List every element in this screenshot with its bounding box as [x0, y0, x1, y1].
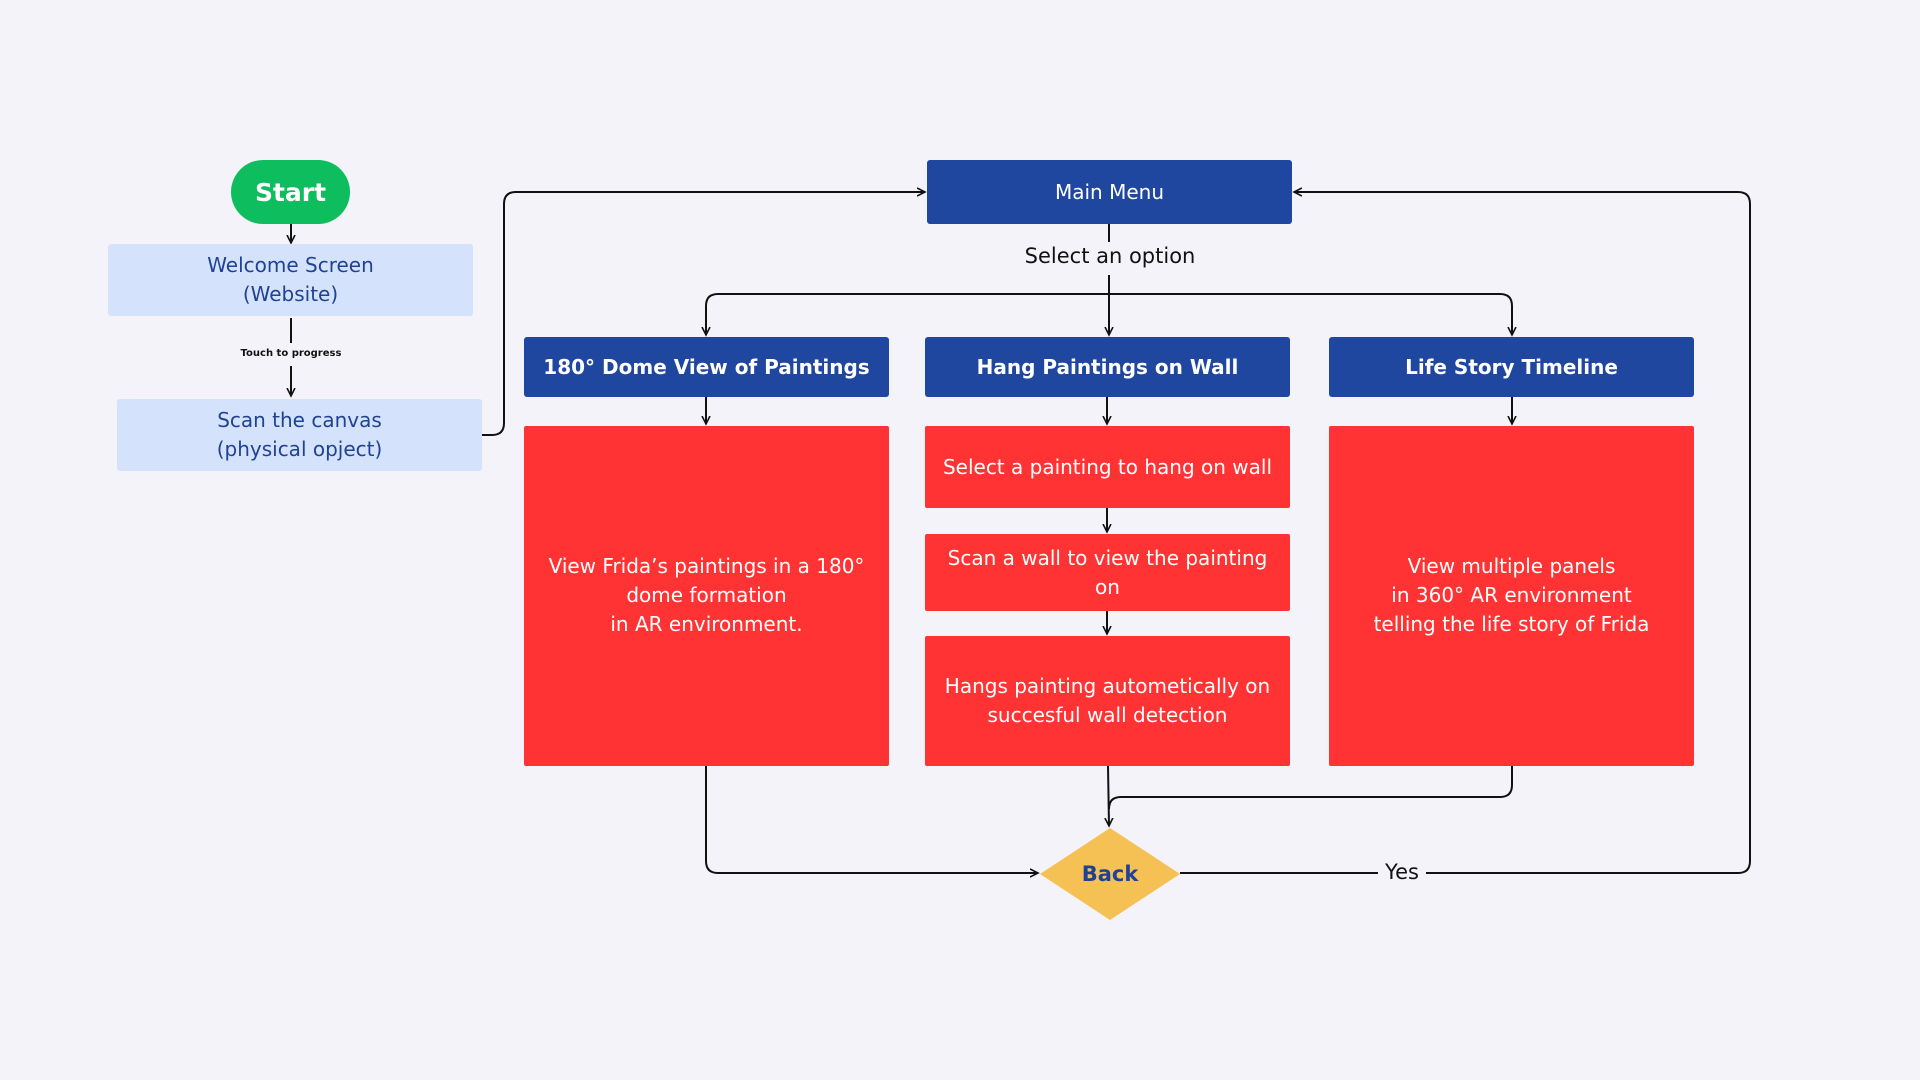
hang-step-select-painting: Select a painting to hang on wall: [925, 426, 1290, 508]
hang-step-scan-wall: Scan a wall to view the painting on: [925, 534, 1290, 611]
hang-paintings-node: Hang Paintings on Wall: [925, 337, 1290, 397]
yes-label: Yes: [1378, 860, 1426, 884]
back-decision-diamond: [1040, 828, 1180, 920]
scan-canvas-node: Scan the canvas (physical opject): [117, 399, 482, 471]
main-menu-node: Main Menu: [927, 160, 1292, 224]
dome-view-node: 180° Dome View of Paintings: [524, 337, 889, 397]
dome-description-box: View Frida’s paintings in a 180° dome fo…: [524, 426, 889, 766]
start-node: Start: [231, 160, 350, 224]
life-story-node: Life Story Timeline: [1329, 337, 1694, 397]
back-label: Back: [1081, 862, 1139, 886]
hang-step-auto-hang: Hangs painting autometically on succesfu…: [925, 636, 1290, 766]
touch-to-progress-label: Touch to progress: [240, 348, 342, 359]
welcome-screen-node: Welcome Screen (Website): [108, 244, 473, 316]
life-story-description-box: View multiple panels in 360° AR environm…: [1329, 426, 1694, 766]
select-option-label: Select an option: [960, 244, 1260, 268]
